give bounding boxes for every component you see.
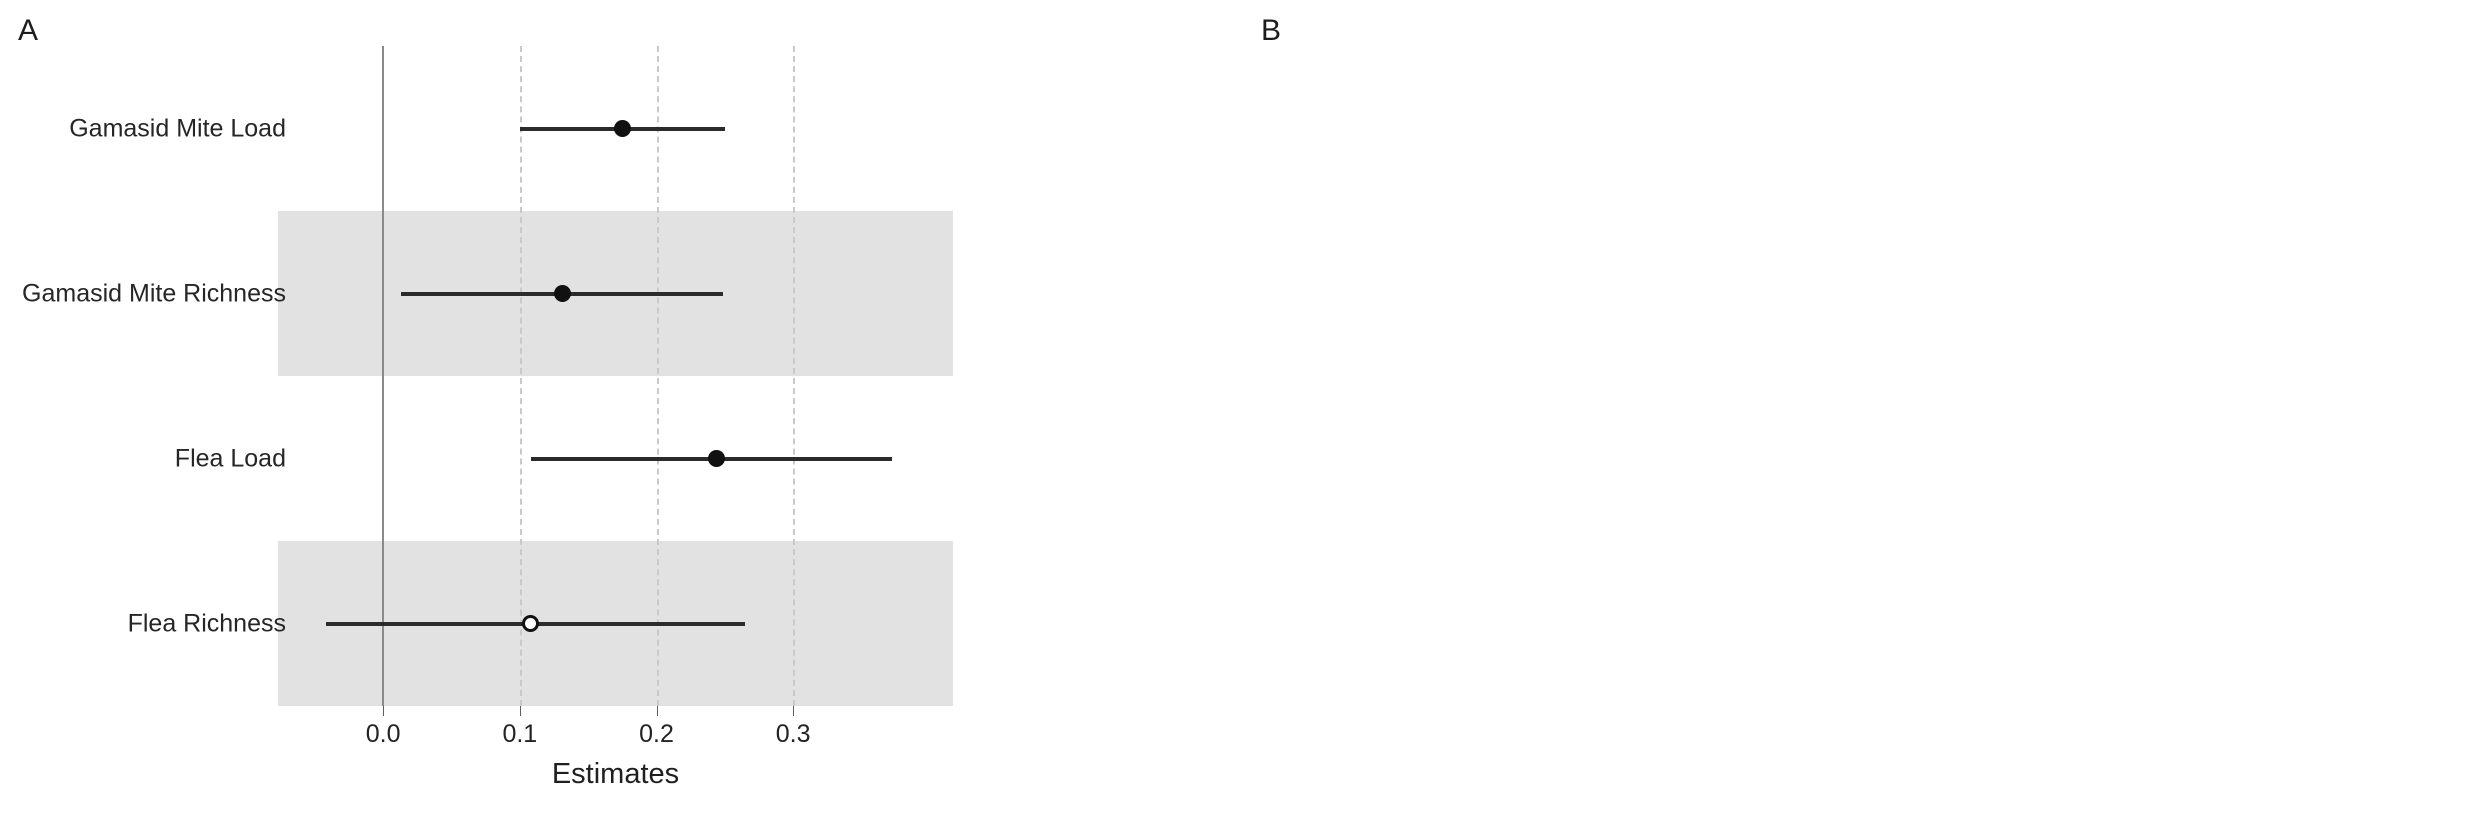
estimate-marker-filled xyxy=(553,285,571,302)
gridline xyxy=(519,46,522,706)
x-axis-tick-label: 0.0 xyxy=(365,720,401,748)
x-axis-tick xyxy=(383,706,385,716)
panel-a-axis-title: Estimates xyxy=(551,758,680,790)
panel-b-tag: B xyxy=(1261,14,1282,47)
y-axis-label: Flea Load xyxy=(174,444,286,472)
gridline xyxy=(793,46,796,706)
zero-reference-line xyxy=(382,46,385,706)
panel-a-tag: A xyxy=(18,14,39,47)
x-axis-tick xyxy=(519,706,521,716)
gridline xyxy=(656,46,659,706)
y-axis-label: Gamasid Mite Richness xyxy=(22,279,286,307)
estimate-marker-open xyxy=(522,615,540,632)
estimate-marker-filled xyxy=(613,120,631,137)
y-axis-label: Gamasid Mite Load xyxy=(69,114,286,142)
x-axis-tick-label: 0.2 xyxy=(639,720,674,748)
x-axis-tick xyxy=(656,706,658,716)
x-axis-tick xyxy=(793,706,795,716)
estimate-marker-filled xyxy=(708,450,726,467)
x-axis-tick-label: 0.1 xyxy=(502,720,538,748)
x-axis-tick-label: 0.3 xyxy=(775,720,811,748)
panel-a-x-axis: Estimates 0.0 0.1 0.2 0.3 xyxy=(308,706,923,796)
y-axis-label: Flea Richness xyxy=(127,609,286,637)
